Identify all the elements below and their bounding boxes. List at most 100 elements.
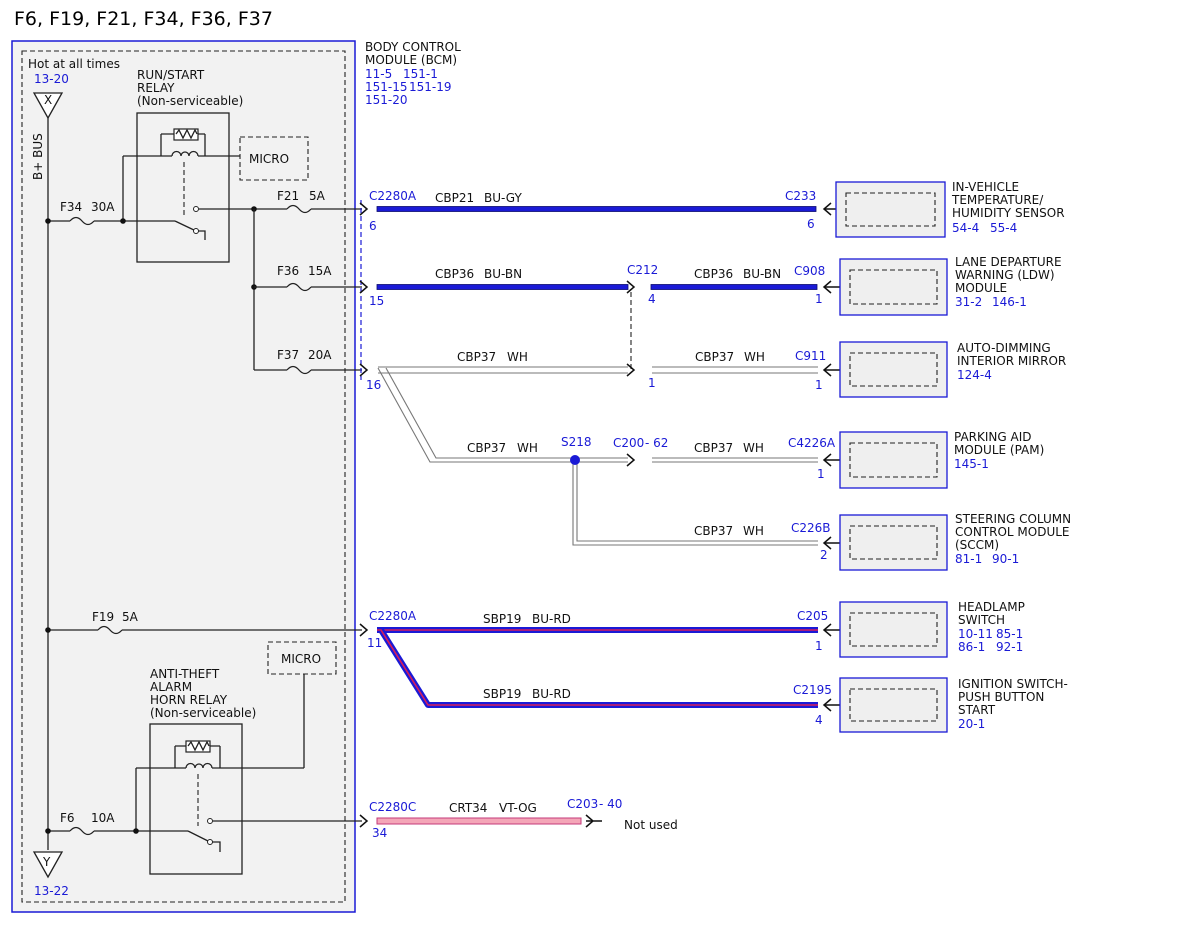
horn-relay-label: HORN RELAY (150, 693, 228, 707)
horn-relay-box (149, 723, 243, 875)
bottom-node-ref: 13-22 (34, 884, 69, 898)
wire-sbp19-tracer (380, 629, 818, 706)
fuse-f6-name: F6 (60, 811, 75, 825)
horn-relay-resistor-zigzag (187, 740, 210, 752)
component-ref: 86-1 (958, 640, 985, 654)
connector-pin-16: 16 (366, 378, 381, 392)
wire-cbp36-circuit: CBP36 (435, 267, 474, 281)
module-inner (849, 269, 938, 305)
wire-sbp19-group (377, 627, 818, 708)
not-used-label: Not used (624, 818, 678, 832)
component-parking-aid-module: C4226A 1 PARKING AID MODULE (PAM) 145-1 (788, 430, 1044, 489)
horn-relay-nc-lead (212, 841, 221, 852)
connector-arrow (359, 202, 369, 216)
connector-arrow (822, 280, 840, 294)
wire-cbp36-color: BU-BN (743, 267, 781, 281)
wire-cbp37-color: WH (517, 441, 538, 455)
bottom-node-letter: Y (42, 855, 51, 869)
wire-cbp37-color: WH (744, 350, 765, 364)
wire-cbp37-to-sccm (572, 462, 818, 546)
splice-dot (120, 218, 126, 224)
module-inner (849, 525, 938, 560)
connector-c2280c-pin: 34 (372, 826, 387, 840)
bottom-node-triangle (32, 851, 64, 879)
fuse-f21-icon (286, 204, 312, 214)
connector-c2280a-bottom: C2280A (369, 609, 417, 623)
run-start-relay-contact-no (193, 206, 199, 212)
component-name: START (958, 703, 996, 717)
wire-cbp21 (376, 206, 817, 212)
connector-c2280a-top-pin: 6 (369, 219, 377, 233)
connector-arrow (822, 363, 840, 377)
component-ref: 124-4 (957, 368, 992, 382)
connector-arrow (359, 814, 369, 828)
connector-c2195-pin: 4 (815, 713, 823, 727)
splice-s218 (570, 455, 580, 465)
run-start-relay-coil-leads (160, 133, 206, 157)
component-name: STEERING COLUMN (955, 512, 1071, 526)
wire-cbp37-to-mirror (652, 366, 818, 374)
connector-c212-pin: 1 (648, 376, 656, 390)
wire-sbp19-color: BU-RD (532, 687, 571, 701)
connector-c226b: C226B (791, 521, 831, 535)
connector-arrow (626, 453, 636, 467)
connector-c2195: C2195 (793, 683, 832, 697)
horn-relay-coil (185, 762, 213, 769)
fuse-f37-rating: 20A (308, 348, 332, 362)
component-ref: 54-4 (952, 221, 979, 235)
splice-dot (45, 828, 51, 834)
connector-c233-pin: 6 (807, 217, 815, 231)
connector-c908-pin: 1 (815, 292, 823, 306)
wire-cbp37-color: WH (743, 524, 764, 538)
wire-cbp37-circuit: CBP37 (467, 441, 506, 455)
wire-cbp37-group (377, 366, 818, 546)
wire-cbp37-circuit: CBP37 (457, 350, 496, 364)
wire-crt34 (376, 817, 582, 825)
component-auto-dimming-mirror: C911 1 AUTO-DIMMING INTERIOR MIRROR 124-… (795, 341, 1066, 398)
component-name: IGNITION SWITCH- (958, 677, 1068, 691)
top-node-ref: 13-20 (34, 72, 69, 86)
horn-relay-contact-no (207, 818, 213, 824)
wire-sbp19-to-ignition (378, 628, 818, 708)
run-start-relay-label: RUN/START (137, 68, 205, 82)
run-start-relay-resistor-zigzag (175, 128, 198, 140)
wire-cbp37-circuit: CBP37 (695, 350, 734, 364)
wire-crt34-circuit: CRT34 (449, 801, 487, 815)
horn-micro-box (267, 641, 337, 675)
connector-arrow (822, 536, 840, 550)
wire-sbp19-circuit: SBP19 (483, 687, 521, 701)
component-ref: 81-1 (955, 552, 982, 566)
bcm-ref: 151-19 (409, 80, 452, 94)
wire-cbp37-to-pam (652, 457, 818, 463)
module-inner (849, 688, 938, 722)
component-ref: 55-4 (990, 221, 1017, 235)
connector-pin-15: 15 (369, 294, 384, 308)
connector-c200-pin: - 62 (645, 436, 668, 450)
component-name: INTERIOR MIRROR (957, 354, 1066, 368)
component-ref: 31-2 (955, 295, 982, 309)
connector-c2280a-top: C2280A (369, 189, 417, 203)
wire-sbp19-circuit: SBP19 (483, 612, 521, 626)
fuse-f19-rating: 5A (122, 610, 139, 624)
connector-arrow (822, 623, 840, 637)
horn-relay-label: ANTI-THEFT (150, 667, 220, 681)
connector-arrow (822, 698, 840, 712)
bcm-label-line2: MODULE (BCM) (365, 53, 457, 67)
module-box (839, 431, 948, 489)
module-box (839, 677, 948, 733)
splice-s218-label: S218 (561, 435, 592, 449)
connector-c2280c: C2280C (369, 800, 416, 814)
component-ignition-switch-push-button-start: C2195 4 IGNITION SWITCH- PUSH BUTTON STA… (793, 677, 1068, 733)
component-ref: 146-1 (992, 295, 1027, 309)
splice-dot (133, 828, 139, 834)
component-ref: 85-1 (996, 627, 1023, 641)
component-name: IN-VEHICLE (952, 180, 1019, 194)
horn-relay-contact-nc (207, 839, 213, 845)
wire-cbp37-to-s218 (377, 367, 628, 463)
fuse-f19-icon (97, 625, 123, 635)
component-name: HUMIDITY SENSOR (952, 206, 1065, 220)
connector-arrow (585, 814, 602, 828)
run-start-micro-box (239, 136, 309, 181)
component-name: PUSH BUTTON (958, 690, 1044, 704)
wire-cbp37-circuit: CBP37 (694, 441, 733, 455)
